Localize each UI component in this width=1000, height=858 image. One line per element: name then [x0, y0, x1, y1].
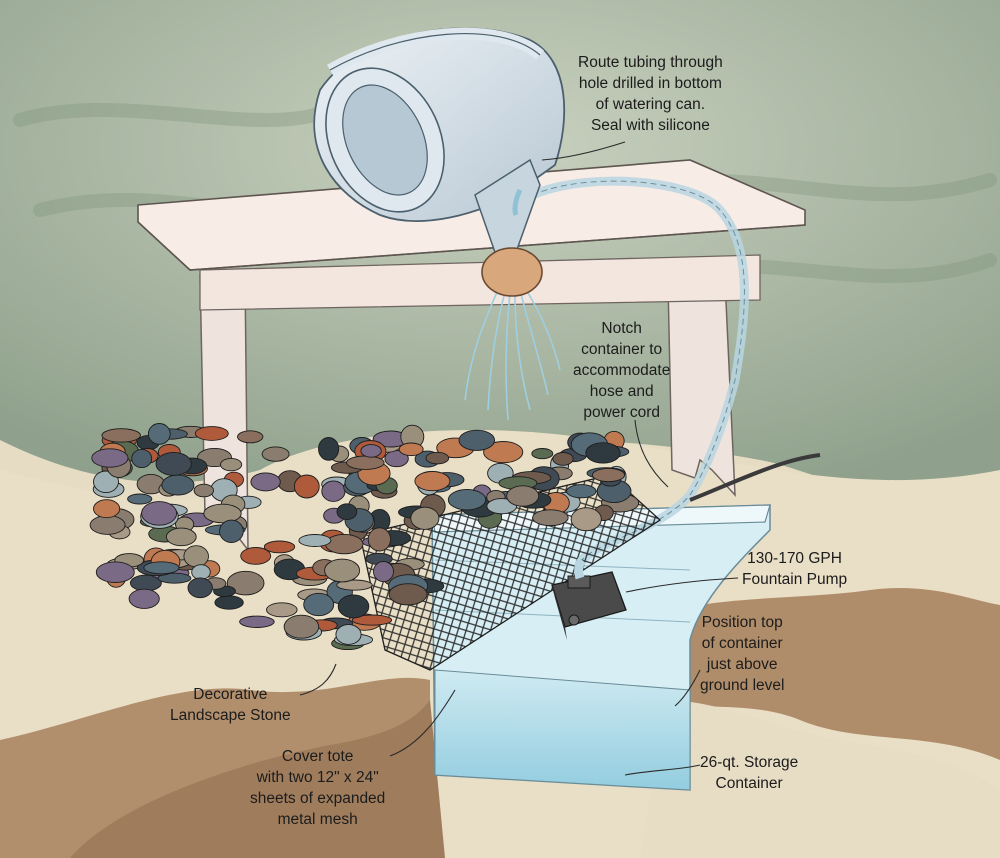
stone [531, 448, 554, 460]
stone [191, 564, 211, 580]
stone [321, 480, 346, 502]
stone [360, 444, 382, 458]
stone [101, 428, 141, 443]
stone [425, 451, 450, 465]
stone [157, 572, 192, 584]
stone [239, 615, 275, 628]
stone [226, 570, 265, 596]
stone [143, 561, 180, 575]
stone [483, 441, 524, 464]
stone [506, 485, 540, 507]
stone [261, 446, 290, 462]
notch-callout: Notch container to accommodate hose and … [573, 320, 671, 421]
tubing [512, 176, 821, 564]
stone [351, 614, 393, 626]
stone [337, 594, 370, 619]
stone [346, 455, 385, 470]
stone [293, 474, 320, 499]
stone [95, 561, 135, 583]
mesh-callout: Cover tote with two 12" x 24" sheets of … [250, 748, 386, 828]
stone [127, 493, 153, 505]
stone [91, 448, 129, 468]
stone [367, 527, 392, 552]
stone [585, 442, 621, 464]
stone [458, 429, 496, 451]
stone [318, 437, 340, 461]
stone [219, 519, 244, 543]
stone [131, 448, 153, 469]
stone [486, 498, 518, 515]
stone [147, 423, 171, 445]
stone-pile-icon [89, 423, 640, 651]
stone [324, 533, 364, 555]
stone [128, 588, 160, 609]
stone [193, 483, 214, 498]
pump-callout: 130-170 GPH Fountain Pump [742, 550, 848, 588]
container-callout: 26-qt. Storage Container [700, 754, 799, 792]
stone [220, 457, 243, 472]
stone-callout: Decorative Landscape Stone [170, 686, 291, 724]
stone [93, 470, 119, 494]
stone [141, 501, 178, 526]
stone [165, 527, 197, 547]
stone [237, 430, 264, 444]
stone [187, 577, 213, 599]
stone [283, 614, 320, 639]
stone [552, 452, 574, 466]
stone [240, 547, 272, 565]
stone [155, 451, 192, 476]
stone [373, 561, 394, 583]
water-spray [464, 287, 561, 421]
stone [336, 503, 358, 521]
stone [532, 509, 569, 527]
stone [214, 595, 244, 610]
stone [335, 624, 362, 645]
watering-can-icon [313, 27, 566, 297]
stone [566, 484, 597, 499]
stone [298, 534, 332, 547]
stone [324, 558, 361, 583]
stone [591, 467, 626, 483]
stone [410, 506, 440, 530]
stone [570, 507, 602, 532]
stone [161, 474, 195, 496]
stone [447, 489, 487, 511]
stone [414, 471, 451, 492]
stone [183, 545, 209, 568]
ground-soil [0, 587, 1000, 858]
stone [93, 499, 121, 519]
watering-can-callout: Route tubing through hole drilled in bot… [578, 54, 723, 134]
stone [194, 426, 229, 441]
position-callout: Position top of container just above gro… [700, 614, 785, 694]
leader-lines [299, 141, 739, 776]
pump-icon [551, 557, 627, 640]
stone [388, 583, 428, 606]
stone [250, 472, 281, 492]
stone [89, 515, 126, 535]
stone [263, 540, 296, 554]
stone [303, 592, 335, 617]
stone [398, 442, 424, 457]
stone [266, 602, 298, 618]
stone [203, 503, 242, 524]
stone [336, 579, 373, 591]
